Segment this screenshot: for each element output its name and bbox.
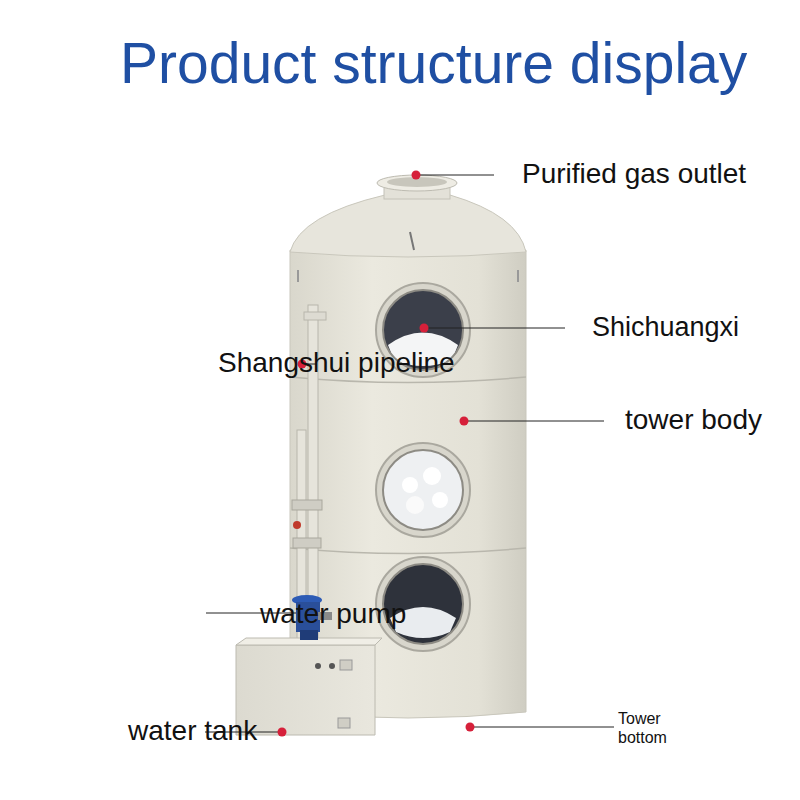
part-label: water pump [260, 597, 440, 631]
water-tank-shape [236, 638, 382, 735]
part-label: Purified gas outlet [522, 157, 792, 191]
leader-line [205, 175, 614, 732]
part-label: Shangshui pipeline [218, 346, 488, 380]
seam [290, 548, 526, 554]
lug [298, 270, 518, 282]
window [376, 443, 470, 537]
callout-dot [278, 171, 475, 737]
part-label: water tank [128, 714, 288, 748]
lug [410, 232, 414, 250]
title: Product structure display [120, 32, 747, 95]
tower-cone [290, 195, 526, 257]
part-label: tower body [625, 403, 795, 437]
part-label: Shichuangxi [592, 311, 792, 343]
part-label: Tower bottom [618, 709, 688, 747]
